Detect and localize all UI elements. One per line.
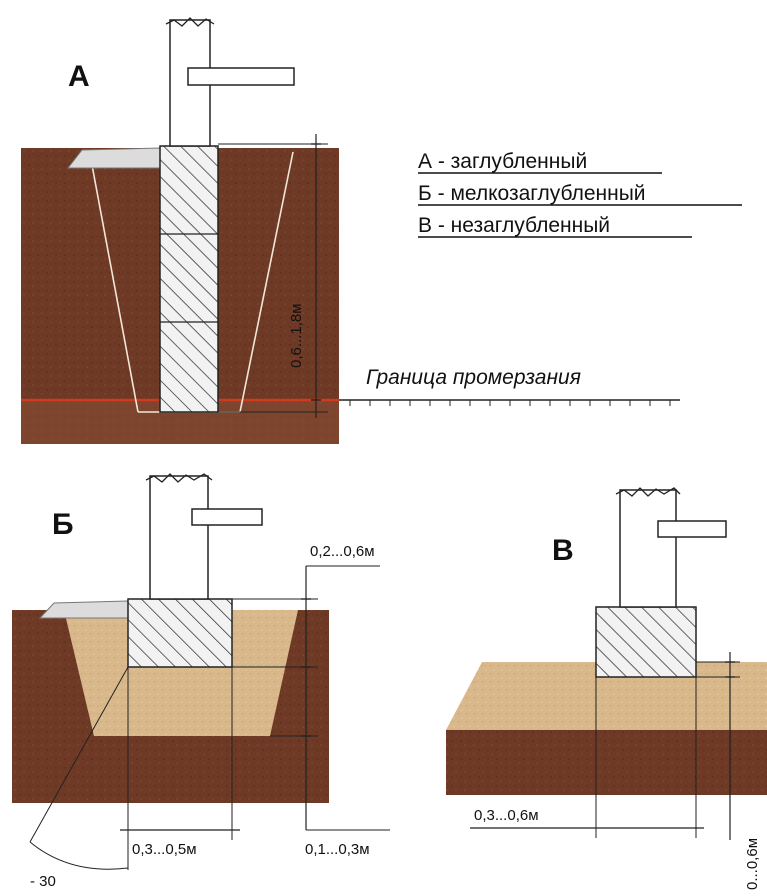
width-label-b: 0,3...0,5м bbox=[132, 841, 197, 858]
floor-slab-v bbox=[657, 520, 727, 538]
panel-b: Б 0,2...0,6м 0,3...0,5м 0,1...0,3м - 30 bbox=[12, 473, 390, 890]
foundation-column-a bbox=[159, 145, 219, 413]
legend-item-v: В - незаглубленный bbox=[418, 214, 610, 237]
height-label-v: 0...0,6м bbox=[744, 838, 761, 890]
sand-cushion-b bbox=[64, 610, 298, 736]
panel-letter-v: В bbox=[552, 534, 574, 567]
wall-v bbox=[619, 489, 677, 608]
break-line-a bbox=[165, 17, 215, 27]
angle-line-b bbox=[29, 666, 129, 843]
legend-item-b: Б - мелкозаглубленный bbox=[418, 182, 646, 205]
width-label-v: 0,3...0,6м bbox=[474, 807, 539, 824]
trench-line-left bbox=[91, 164, 139, 413]
trench-line-right bbox=[239, 151, 294, 413]
legend: А - заглубленный Б - мелкозаглубленный В… bbox=[418, 150, 742, 238]
panel-letter-a: А bbox=[68, 60, 90, 93]
soil-layer-v bbox=[446, 730, 767, 795]
blind-area-a bbox=[66, 147, 161, 169]
panel-v: В 0,3...0,6м 0...0,6м bbox=[446, 487, 767, 890]
angle-arc-b bbox=[29, 841, 129, 870]
angle-label-b: - 30 bbox=[30, 873, 56, 890]
panel-a: А 0,6...1,8м Граница промерзания bbox=[21, 17, 680, 444]
break-line-b bbox=[145, 473, 213, 483]
frost-boundary-label: Граница промерзания bbox=[366, 366, 581, 389]
sand-layer-v bbox=[446, 662, 767, 730]
foundation-block-b bbox=[127, 598, 233, 668]
top-label-b: 0,2...0,6м bbox=[310, 543, 375, 560]
break-line-v bbox=[615, 487, 681, 497]
sand-label-b: 0,1...0,3м bbox=[305, 841, 370, 858]
foundation-block-v bbox=[595, 606, 697, 678]
wall-b bbox=[149, 475, 209, 600]
floor-slab-b bbox=[191, 508, 263, 526]
depth-label-a: 0,6...1,8м bbox=[288, 303, 305, 368]
legend-item-a: А - заглубленный bbox=[418, 150, 587, 173]
floor-slab-a bbox=[187, 67, 295, 86]
panel-letter-b: Б bbox=[52, 508, 74, 541]
blind-area-b bbox=[38, 600, 129, 619]
